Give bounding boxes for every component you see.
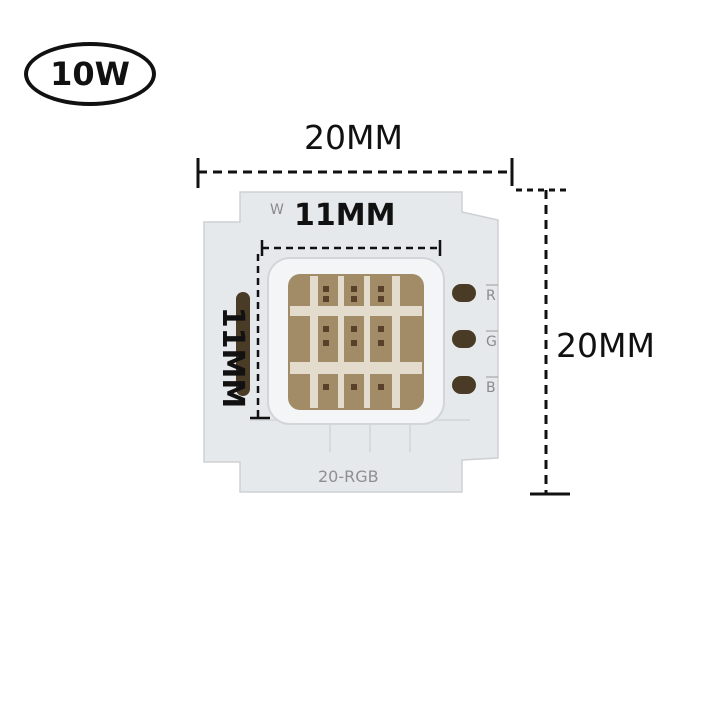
outer-height-label: 20MM [556,326,655,365]
outer-width-label: 20MM [304,118,403,157]
model-label: 20-RGB [318,467,379,486]
pad-label-r: R [486,288,496,304]
pad-label-bars [486,284,498,378]
inner-dimension-lines [250,240,442,420]
power-badge-text: 10W [50,55,130,93]
pad-label-g: G [486,334,497,350]
corner-mark: W [270,202,284,218]
pad-label-b: B [486,380,496,396]
solder-pads-left [236,292,250,396]
inner-height-label: 11MM [215,306,251,409]
solder-pads-right [452,284,476,394]
dimension-lines [196,158,570,496]
power-badge: 10W [24,42,156,106]
die-grid [290,276,422,408]
inner-width-label: 11MM [294,198,396,233]
emitter-dots [323,286,384,390]
